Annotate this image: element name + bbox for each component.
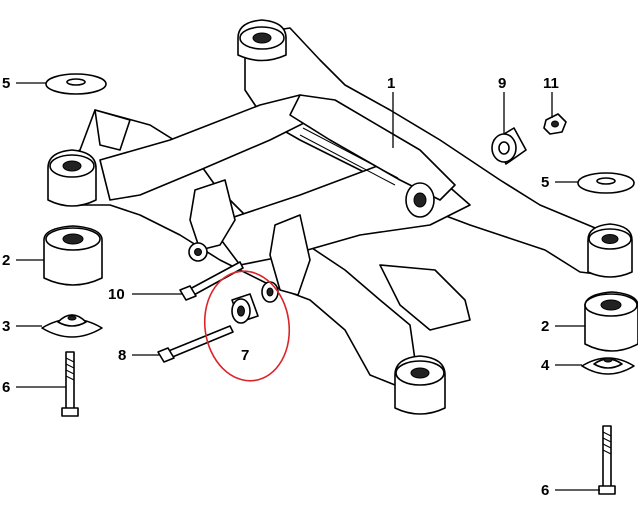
bolt-8: [157, 325, 234, 363]
callout-2-right: 2: [541, 318, 549, 335]
callout-7: 7: [241, 347, 249, 364]
washer-5-left: [45, 73, 107, 95]
mount-bushing-bottom: [394, 355, 446, 415]
mount-bushing-left: [47, 149, 97, 207]
rear-subframe: [57, 27, 616, 386]
callout-1: 1: [387, 75, 395, 92]
callout-5-left: 5: [2, 75, 10, 92]
callout-4: 4: [541, 357, 550, 374]
leader-lines: [16, 82, 600, 491]
highlight-circle: [203, 270, 291, 382]
stop-plate-4: [581, 357, 635, 375]
callout-5-right: 5: [541, 174, 549, 191]
bushing-7: [231, 281, 279, 324]
bolt-10: [179, 261, 244, 301]
bushing-9: [491, 127, 527, 165]
callout-6-right: 6: [541, 482, 549, 499]
callout-6-left: 6: [2, 379, 10, 396]
rubber-mount-2-right: [584, 291, 638, 352]
callout-9: 9: [498, 75, 506, 92]
stop-plate-3: [41, 314, 103, 338]
long-bolt-6-right: [598, 425, 616, 495]
callout-11: 11: [543, 75, 559, 92]
callout-3: 3: [2, 318, 10, 335]
mount-bushing-top: [237, 19, 287, 62]
nut-11: [543, 113, 567, 135]
long-bolt-6-left: [61, 351, 79, 417]
callout-8: 8: [118, 347, 126, 364]
mount-bushing-right: [587, 223, 633, 278]
callout-2-left: 2: [2, 252, 10, 269]
callout-10: 10: [108, 286, 125, 303]
rubber-mount-2-left: [43, 225, 103, 286]
washer-5-right: [577, 172, 635, 194]
